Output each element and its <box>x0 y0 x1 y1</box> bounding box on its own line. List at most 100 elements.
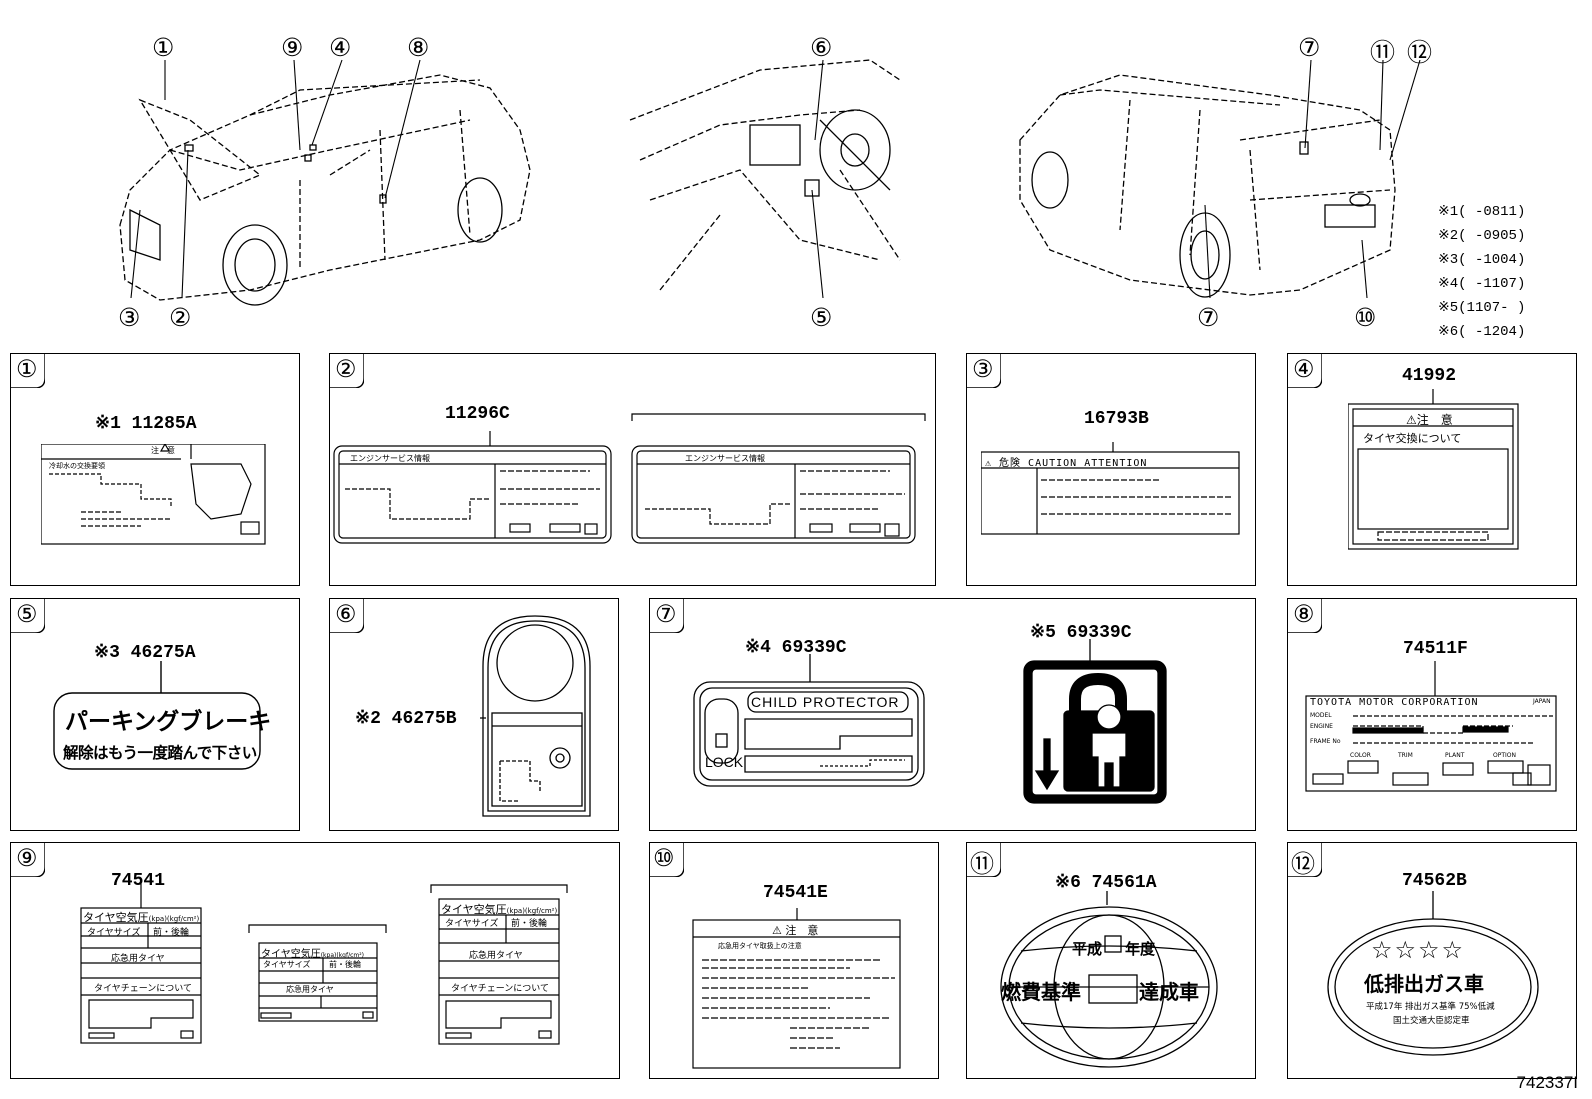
spare-label: 応急用タイヤ <box>111 954 165 964</box>
option-label: OPTION <box>1493 752 1516 759</box>
label-subheading: 応急用タイヤ取扱上の注意 <box>718 942 802 950</box>
achieved-text: 達成車 <box>1139 980 1199 1004</box>
label-subheading: タイヤ交換について <box>1363 432 1462 445</box>
part-number: 11296C <box>445 404 510 424</box>
panel-2: ② 11296C エンジンサービス情報 エンジンサービス情報 <box>329 353 936 586</box>
standard-text: 燃費基準 <box>1001 980 1081 1004</box>
child-lock-pictogram <box>1023 639 1167 804</box>
panel-5: ⑤ ※3 46275A パーキングブレーキ 解除はもう一度踏んで下さい <box>10 598 300 831</box>
tire-pressure-title: タイヤ空気圧(kpa)(kgf/cm²) <box>441 903 558 916</box>
legend-row: ※2( -0905) <box>1438 228 1526 244</box>
emission-standard-text: 平成17年 排出ガス基準 75%低減 <box>1366 1002 1495 1012</box>
panel-number: ③ <box>972 355 994 383</box>
label-line: 冷却水の交換要領 <box>49 462 105 470</box>
part-number-b: ※5 69339C <box>1030 623 1132 643</box>
panel-12: ⑫ 74562B ☆☆☆☆ 低排出ガス車 平成17年 排出ガス基準 75%低減 … <box>1287 842 1577 1079</box>
part-number: 16793B <box>1084 409 1149 429</box>
label-heading: 注 意 <box>151 446 175 455</box>
part-number: ※1 11285A <box>95 414 197 434</box>
low-emission-text: 低排出ガス車 <box>1364 972 1484 996</box>
model-label: MODEL <box>1310 712 1332 719</box>
part-number: ※6 74561A <box>1055 873 1157 893</box>
part-number: ※3 46275A <box>94 643 196 663</box>
front-rear-label: 前・後輪 <box>153 928 190 938</box>
japan-label: JAPAN <box>1533 698 1551 705</box>
chain-label: タイヤチェーンについて <box>94 984 193 994</box>
callout-9: ⑨ <box>281 33 304 62</box>
part-number: 74541 <box>111 871 166 891</box>
callout-11: ⑪ <box>1370 38 1396 67</box>
callout-4: ④ <box>329 33 352 62</box>
label-title: エンジンサービス情報 <box>350 454 430 463</box>
parking-brake-line2: 解除はもう一度踏んで下さい <box>63 744 257 762</box>
plant-label: PLANT <box>1445 752 1465 759</box>
label-header: ⚠ 危険 CAUTION ATTENTION <box>985 458 1148 469</box>
fuel-economy-sticker <box>1000 891 1218 1068</box>
callout-6: ⑥ <box>810 33 833 62</box>
tire-size-label: タイヤサイズ <box>87 928 141 938</box>
tire-pressure-title: タイヤ空気圧(kpa)(kgf/cm²) <box>83 911 200 924</box>
legend-row: ※3( -1004) <box>1438 252 1526 268</box>
panel-4: ④ 41992 ⚠注 意 タイヤ交換について <box>1287 353 1577 586</box>
part-number: 74511F <box>1403 639 1468 659</box>
callout-7-top: ⑦ <box>1298 33 1321 62</box>
panel-number: ⑨ <box>16 844 38 872</box>
panel-11: ⑪ ※6 74561A 平成 年度 燃費基準 達成車 <box>966 842 1256 1079</box>
callout-3: ③ <box>118 303 141 332</box>
callout-2: ② <box>169 303 192 332</box>
callout-12: ⑫ <box>1407 38 1433 67</box>
part-number-a: ※4 69339C <box>745 638 847 658</box>
panel-number: ② <box>335 355 357 383</box>
chain-label: タイヤチェーンについて <box>451 984 550 994</box>
label-title: エンジンサービス情報 <box>685 454 765 463</box>
label-heading: ⚠注 意 <box>1406 413 1453 427</box>
frame-label: FRAME No <box>1310 738 1341 745</box>
parking-brake-line1: パーキングブレーキ <box>65 709 272 735</box>
panel-number: ⑫ <box>1291 850 1315 878</box>
callout-10: ⑩ <box>1354 303 1377 332</box>
panel-7: ⑦ ※4 69339C ※5 69339C CHILD PROTECTOR LO… <box>649 598 1256 831</box>
part-number: 74562B <box>1402 871 1467 891</box>
panel-3: ③ 16793B ⚠ 危険 CAUTION ATTENTION <box>966 353 1256 586</box>
tire-pressure-title: タイヤ空気圧(kpa)(kgf/cm²) <box>261 949 364 960</box>
engine-label: ENGINE <box>1310 723 1333 730</box>
spare-label: 応急用タイヤ <box>286 985 334 994</box>
callout-1: ① <box>152 33 175 62</box>
spare-label: 応急用タイヤ <box>469 951 523 961</box>
stars: ☆☆☆☆ <box>1371 936 1466 964</box>
panel-number: ④ <box>1293 355 1315 383</box>
color-label: COLOR <box>1350 752 1371 759</box>
panel-6: ⑥ ※2 46275B <box>329 598 619 831</box>
low-emission-sticker <box>1327 891 1539 1056</box>
diagram-id: 742337I <box>1516 1073 1578 1092</box>
tire-size-label: タイヤサイズ <box>445 919 499 929</box>
panel-number: ① <box>16 355 38 383</box>
interior-illustration <box>629 59 901 291</box>
lock-text: LOCK <box>705 754 744 770</box>
panel-9: ⑨ 74541 タイヤ空気圧(kpa)(kgf/cm²) タイヤサイズ 前・後輪… <box>10 842 620 1079</box>
maker-name: TOYOTA MOTOR CORPORATION <box>1310 697 1479 708</box>
ministry-text: 国土交通大臣認定車 <box>1393 1016 1470 1026</box>
era-text: 平成 <box>1072 940 1103 958</box>
callout-7-bottom: ⑦ <box>1197 303 1220 332</box>
part-number: ※2 46275B <box>355 709 457 729</box>
panel-number: ⑪ <box>970 850 994 878</box>
legend-row: ※5(1107- ) <box>1438 300 1526 316</box>
trim-label: TRIM <box>1398 752 1413 759</box>
child-protector-text: CHILD PROTECTOR <box>751 694 900 710</box>
year-text: 年度 <box>1125 940 1156 958</box>
legend-row: ※6( -1204) <box>1438 324 1526 340</box>
panel-number: ⑩ <box>653 844 675 872</box>
panel-number: ⑧ <box>1293 600 1315 628</box>
panel-1: ① ※1 11285A 注 意 冷却水の交換要領 <box>10 353 300 586</box>
panel-number: ⑥ <box>335 600 357 628</box>
part-number: 41992 <box>1402 366 1457 386</box>
rear-car-illustration <box>1019 74 1396 296</box>
callout-8: ⑧ <box>407 33 430 62</box>
panel-10: ⑩ 74541E ⚠ 注 意 応急用タイヤ取扱上の注意 <box>649 842 939 1079</box>
label-heading: ⚠ 注 意 <box>772 924 819 937</box>
legend-row: ※1( -0811) <box>1438 204 1526 220</box>
legend-row: ※4( -1107) <box>1438 276 1526 292</box>
tire-size-label: タイヤサイズ <box>263 960 311 969</box>
illustrations <box>119 59 1421 306</box>
